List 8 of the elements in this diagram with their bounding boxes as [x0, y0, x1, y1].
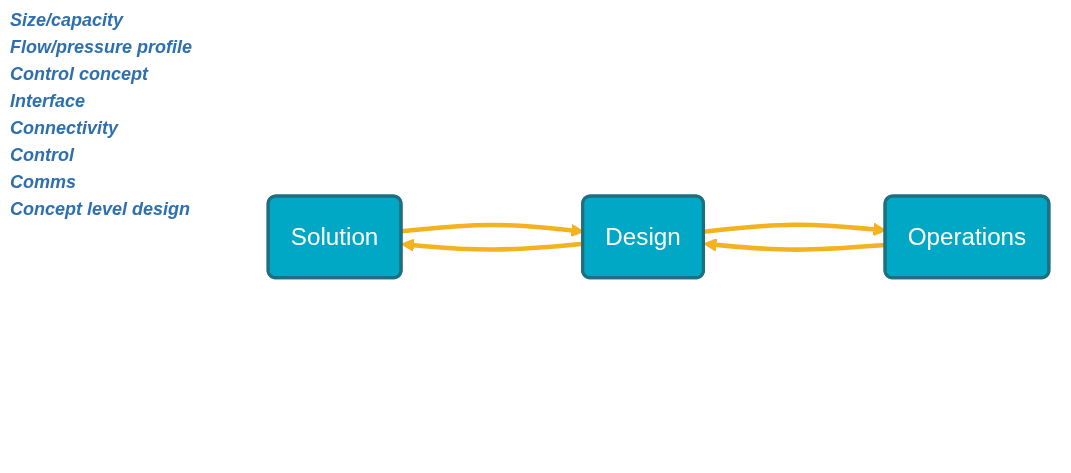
note-text: Control concept: [10, 64, 150, 85]
note-text: Size/capacity: [10, 10, 125, 31]
note-text: Flow/pressure profile: [10, 37, 194, 58]
note-text: Connectivity: [10, 118, 120, 139]
note-text: Concept level design: [10, 199, 192, 220]
note-text: Interface: [10, 91, 87, 112]
note-text: Control: [10, 145, 76, 166]
note-text: Comms: [10, 172, 77, 193]
